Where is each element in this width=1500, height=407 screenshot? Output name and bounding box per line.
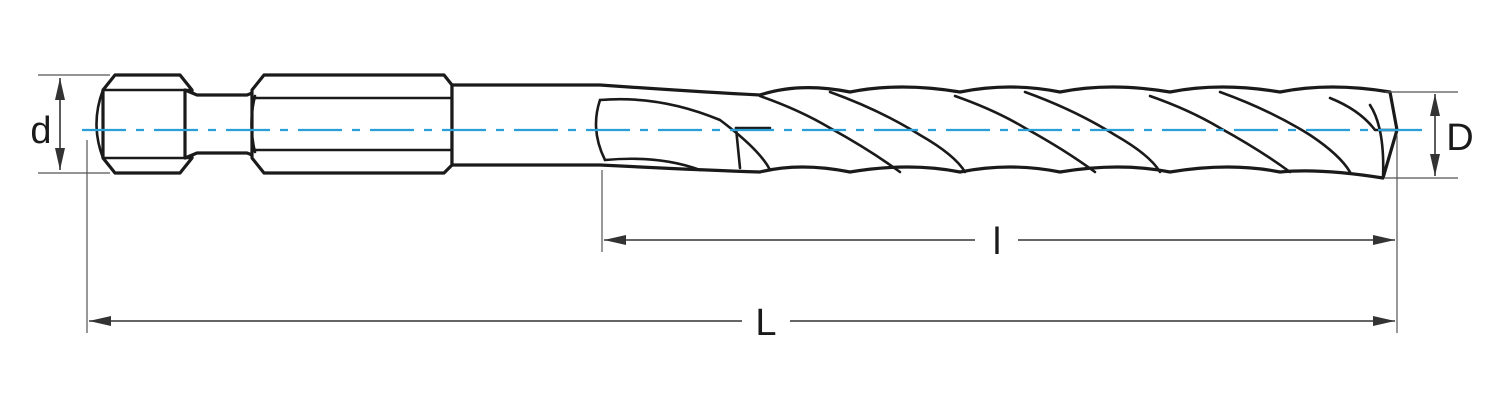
hex-shank [95,73,454,175]
dimension-d-label: d [30,110,51,152]
dimension-d: d [30,78,65,170]
dimension-D: D [1430,94,1474,176]
dimension-l: l [604,221,1395,263]
drill-body [450,83,1399,180]
extension-lines [38,74,1458,333]
dimension-L: L [89,302,1395,344]
dimension-D-label: D [1446,117,1473,159]
dimension-l-label: l [993,221,1001,263]
dimension-L-label: L [755,302,776,344]
